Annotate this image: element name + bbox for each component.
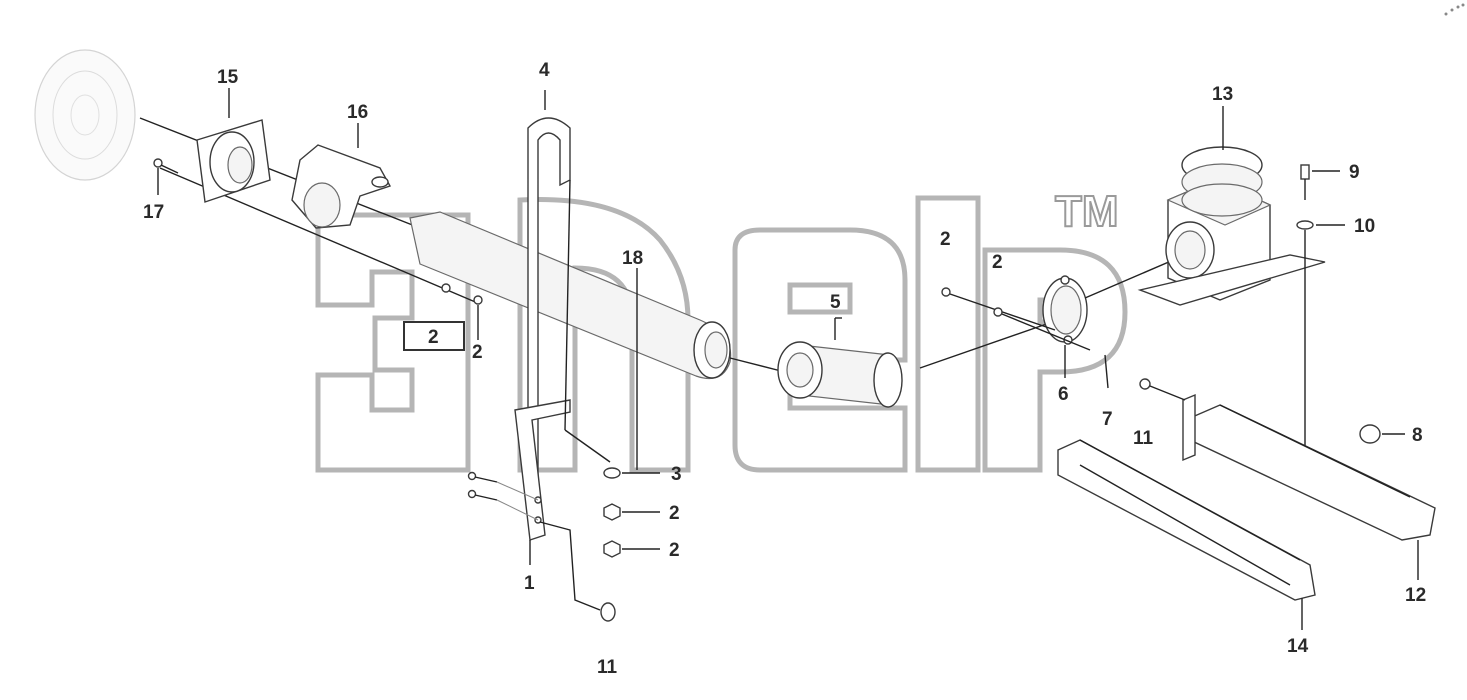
callout-4: 4: [539, 60, 550, 81]
callout-3: 3: [671, 464, 682, 485]
callout-5: 5: [830, 292, 841, 313]
bracket-part-1: [514, 399, 571, 565]
callout-2-nut-lower: 2: [669, 540, 680, 561]
callout-13: 13: [1212, 84, 1233, 105]
engine-housing-part: [34, 49, 136, 181]
nut-part-2-lower: [603, 540, 621, 558]
callout-6: 6: [1058, 384, 1069, 405]
bolts-left-part-1: [467, 471, 539, 521]
callout-10: 10: [1354, 216, 1375, 237]
watermark-logo: TM: [315, 186, 1128, 473]
bolt-part-9: [1300, 164, 1310, 200]
callout-18: 18: [622, 248, 643, 269]
bolt-part-17: [153, 158, 179, 195]
callout-11-bottom: 11: [597, 657, 618, 678]
callout-2-boxed: 2: [428, 327, 439, 348]
callout-11-right: 11: [1133, 428, 1154, 449]
callout-8: 8: [1412, 425, 1423, 446]
callout-15: 15: [217, 67, 239, 88]
callout-2-clamp-left: 2: [940, 229, 951, 250]
nut-part-8: [1359, 424, 1381, 444]
bolt-part-11-right: [1139, 378, 1186, 401]
exhaust-pipe-part: [409, 211, 732, 380]
callout-2-clamp-right: 2: [992, 252, 1003, 273]
washer-part-3: [603, 467, 621, 479]
callout-14: 14: [1287, 636, 1309, 657]
callout-7: 7: [1102, 409, 1113, 430]
bracket-part-16: [291, 144, 392, 229]
callout-17: 17: [143, 202, 164, 223]
tray-part-14: [1057, 439, 1316, 601]
callout-2-under-pipe: 2: [472, 342, 483, 363]
trademark-mark: TM: [1055, 187, 1119, 236]
flex-pipe-part-5: [777, 341, 903, 408]
callout-2-nut-upper: 2: [669, 503, 680, 524]
callout-1: 1: [524, 573, 535, 594]
callout-box: [403, 321, 465, 351]
clamp-part-6: [1042, 275, 1088, 345]
channel-part-12: [1182, 393, 1436, 541]
muffler-part-13: [1137, 146, 1326, 306]
callout-9: 9: [1349, 162, 1360, 183]
flange-part-15: [196, 119, 271, 203]
callout-16: 16: [347, 102, 368, 123]
callout-12: 12: [1405, 585, 1426, 606]
corner-mark: [1444, 3, 1465, 16]
nut-part-2-upper: [603, 503, 621, 521]
nut-part-11-low: [600, 602, 616, 622]
washer-part-10: [1296, 220, 1314, 230]
